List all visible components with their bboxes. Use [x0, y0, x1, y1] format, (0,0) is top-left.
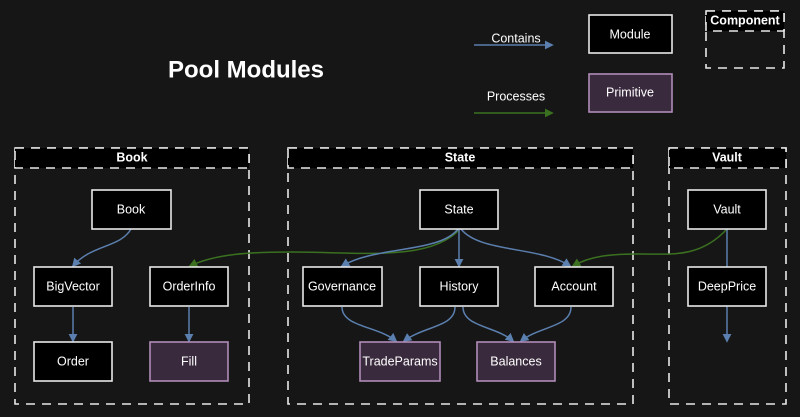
edge-vault-processes-account	[571, 228, 728, 267]
group-state-header	[287, 147, 634, 169]
group-vault: Vault	[668, 147, 787, 405]
node-history-label: History	[440, 279, 480, 293]
legend-contains: Contains	[474, 31, 554, 50]
node-fill-box[interactable]	[149, 341, 229, 382]
node-order[interactable]: Order	[33, 341, 113, 382]
edge-state-contains-governance	[340, 228, 459, 267]
edge-governance-contains-tradeparams	[341, 306, 398, 343]
node-governance[interactable]: Governance	[302, 266, 383, 307]
legend-component-header	[705, 10, 785, 32]
node-vault-label: Vault	[713, 202, 741, 216]
legend-module: Module	[588, 14, 673, 54]
node-vault[interactable]: Vault	[687, 189, 767, 230]
legend-component: Component	[705, 10, 785, 69]
node-balances[interactable]: Balances	[476, 341, 556, 382]
node-history[interactable]: History	[419, 266, 499, 307]
node-account[interactable]: Account	[534, 266, 614, 307]
node-fill[interactable]: Fill	[149, 341, 229, 382]
group-vault-header	[668, 147, 787, 169]
group-book-label: Book	[116, 150, 147, 164]
node-deepprice-box[interactable]	[687, 266, 767, 307]
legend-processes: Processes	[474, 89, 554, 118]
group-book: Book	[14, 147, 250, 405]
legend-contains-label: Contains	[491, 31, 540, 45]
node-vault-box[interactable]	[687, 189, 767, 230]
edge-book-contains-bigvector	[71, 228, 132, 268]
group-vault-frame	[668, 147, 787, 405]
node-orderinfo-label: OrderInfo	[163, 279, 216, 293]
node-deepprice[interactable]: DeepPrice	[687, 266, 767, 307]
legend-module-label: Module	[610, 27, 651, 41]
node-book-label: Book	[117, 202, 146, 216]
node-state-box[interactable]	[419, 189, 499, 230]
node-history-box[interactable]	[419, 266, 499, 307]
node-state[interactable]: State	[419, 189, 499, 230]
node-tradeparams-label: TradeParams	[362, 354, 437, 368]
node-state-label: State	[444, 202, 473, 216]
node-book-box[interactable]	[91, 189, 172, 230]
edge-state-contains-account	[460, 228, 572, 267]
node-balances-box[interactable]	[476, 341, 556, 382]
node-deepprice-label: DeepPrice	[698, 279, 756, 293]
group-state-frame	[287, 147, 634, 405]
node-governance-box[interactable]	[302, 266, 383, 307]
group-book-header	[14, 147, 250, 169]
page-title: Pool Modules	[168, 56, 324, 83]
node-bigvector-label: BigVector	[46, 279, 100, 293]
legend-primitive: Primitive	[588, 73, 673, 113]
node-book[interactable]: Book	[91, 189, 172, 230]
group-state: State	[287, 147, 634, 405]
group-state-label: State	[445, 150, 476, 164]
node-bigvector[interactable]: BigVector	[33, 266, 113, 307]
edge-account-contains-balances	[519, 306, 572, 343]
node-orderinfo-box[interactable]	[149, 266, 229, 307]
node-balances-label: Balances	[490, 354, 541, 368]
legend-primitive-box	[588, 73, 673, 113]
legend-primitive-label: Primitive	[606, 85, 654, 99]
node-governance-label: Governance	[308, 279, 376, 293]
edge-history-contains-tradeparams	[402, 306, 456, 343]
group-vault-label: Vault	[712, 150, 743, 164]
node-account-label: Account	[551, 279, 597, 293]
node-orderinfo[interactable]: OrderInfo	[149, 266, 229, 307]
node-order-box[interactable]	[33, 341, 113, 382]
legend-component-label: Component	[710, 13, 780, 27]
legend-processes-label: Processes	[487, 89, 545, 103]
node-account-box[interactable]	[534, 266, 614, 307]
legend-module-box	[588, 14, 673, 54]
edge-state-processes-orderinfo	[188, 228, 461, 267]
node-bigvector-box[interactable]	[33, 266, 113, 307]
edge-history-contains-balances	[462, 306, 515, 343]
node-fill-label: Fill	[181, 354, 197, 368]
node-tradeparams-box[interactable]	[359, 341, 441, 382]
node-order-label: Order	[57, 354, 89, 368]
node-tradeparams[interactable]: TradeParams	[359, 341, 441, 382]
